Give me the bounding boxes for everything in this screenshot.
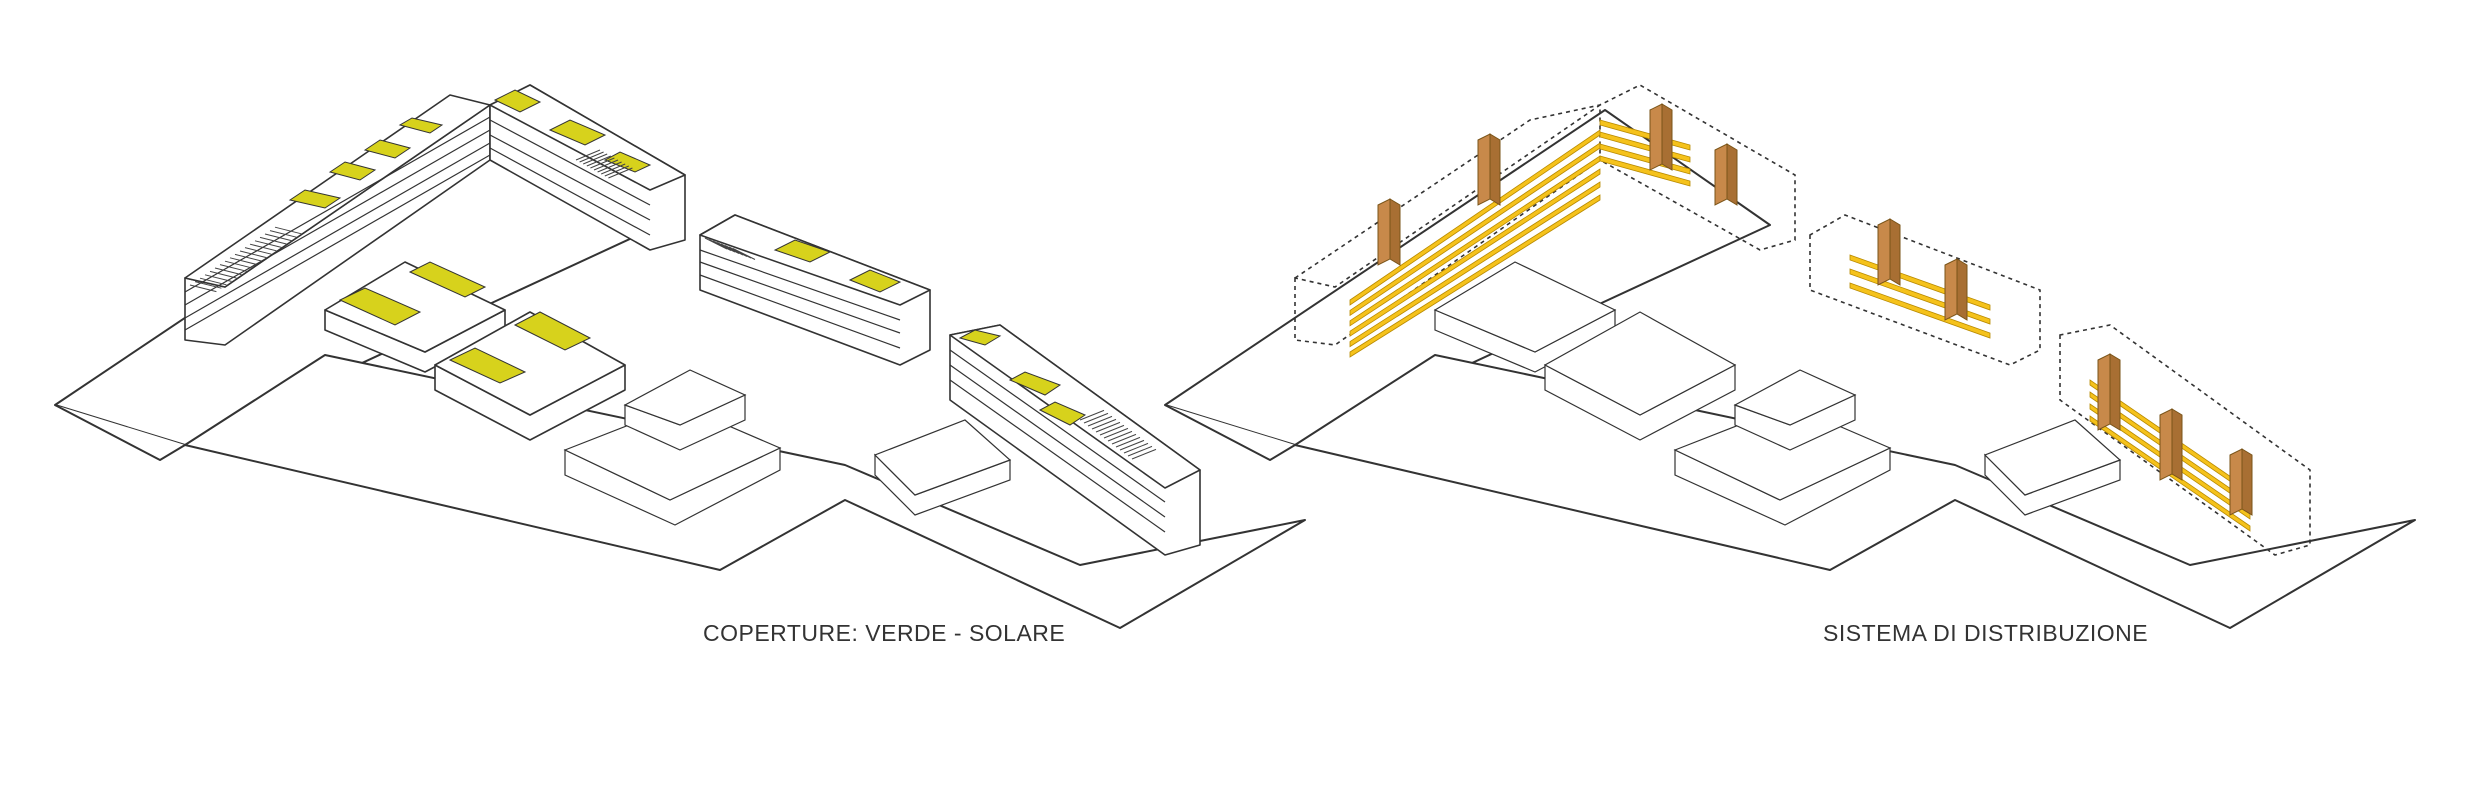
building-north-west [184, 94, 491, 346]
solar-panel-line [264, 233, 292, 242]
green-roof-patch [848, 269, 902, 293]
building-slab-1 [324, 261, 506, 373]
building-east [699, 214, 931, 366]
building-plain-3 [873, 419, 1012, 516]
green-roof-patch [1008, 371, 1062, 396]
stair-core-side [1726, 143, 1738, 206]
distribution-corridors [1349, 119, 2251, 532]
solar-panel-line [590, 157, 615, 169]
solar-panel-line [1123, 442, 1149, 454]
solar-panel-line [189, 284, 217, 293]
solar-panel-line [224, 260, 252, 269]
solar-panel-line [1091, 418, 1117, 430]
stair-core [1477, 133, 1491, 206]
stair-core-side [2171, 408, 2183, 481]
circulation-cores [1377, 103, 2253, 516]
solar-panel-line [1119, 439, 1145, 451]
solar-panel-line [209, 270, 237, 279]
solar-panel-line [254, 240, 282, 248]
stair-core-side [1889, 218, 1901, 286]
solar-panel-line [597, 161, 622, 173]
solar-panel-line [1103, 427, 1129, 439]
stair-core [2229, 448, 2243, 516]
corridor-band [1849, 254, 1991, 311]
solar-panel-line [234, 253, 262, 262]
solar-panel-line [1131, 448, 1157, 460]
stair-core-side [1956, 258, 1968, 321]
stair-core [1877, 218, 1891, 286]
green-roof-patch [1038, 401, 1087, 426]
solar-panel-line [249, 243, 277, 252]
roof-diagram [54, 84, 1306, 629]
caption-distribution: SISTEMA DI DISTRIBUZIONE [1823, 620, 2149, 646]
distribution-diagram [1164, 84, 2416, 629]
stair-core-side [1661, 103, 1673, 171]
building-plain-r5 [1983, 419, 2122, 516]
corridor-band [1349, 181, 1601, 348]
solar-panel-line [732, 248, 756, 260]
solar-panel-line [604, 165, 629, 177]
corridor-band [1849, 268, 1991, 325]
solar-panel-line [1087, 415, 1113, 427]
building-north-east [489, 84, 686, 251]
solar-panel-line [1083, 412, 1109, 424]
solar-panel-line [274, 226, 302, 235]
stair-core-side [2109, 353, 2121, 431]
solar-panel-line [1095, 421, 1121, 433]
stair-core-side [1489, 133, 1501, 206]
solar-panel-line [239, 250, 267, 259]
green-roof-patch [773, 239, 832, 263]
solar-panel-line [204, 274, 232, 282]
stair-core [1649, 103, 1663, 171]
corridor-band [1849, 282, 1991, 339]
solar-panel-line [593, 159, 619, 171]
stair-core [2097, 353, 2111, 431]
corridor-band [1349, 168, 1601, 337]
green-roof-patch [363, 139, 412, 159]
solar-panel-line [601, 163, 626, 175]
stair-core [1714, 143, 1728, 206]
building-plain-2 [623, 369, 747, 451]
building-slab-2 [434, 311, 626, 441]
building-plain-r2 [1543, 311, 1737, 441]
solar-panel-line [1107, 430, 1133, 442]
caption-roofs: COPERTURE: VERDE - SOLARE [703, 620, 1066, 646]
building-plain-r4 [1733, 369, 1857, 451]
green-roof-patch [328, 161, 377, 181]
solar-panel-line [583, 153, 608, 165]
building-south-east [949, 324, 1201, 556]
solar-panel-line [194, 281, 222, 289]
solar-panel-line [1115, 436, 1141, 448]
solar-panel-line [214, 267, 242, 276]
stair-core [1377, 198, 1391, 266]
stair-core-side [1389, 198, 1401, 266]
green-roof-patch [288, 189, 342, 209]
corridor-band [1349, 194, 1601, 358]
green-roof-patch [398, 117, 444, 134]
solar-panel-line [575, 149, 601, 161]
solar-panel-line [1079, 409, 1105, 421]
solar-panel-line [244, 247, 272, 255]
solar-panel-line [219, 264, 247, 272]
solar-panel-line [608, 167, 633, 179]
solar-panel-line [259, 236, 287, 245]
corridor-band [1599, 155, 1691, 187]
solar-panel-line [199, 277, 227, 286]
stair-core [2159, 408, 2173, 481]
stair-core-side [2241, 448, 2253, 516]
solar-panel-line [586, 155, 611, 167]
solar-panel-line [229, 257, 257, 265]
stair-core [1944, 258, 1958, 321]
solar-panel-line [269, 230, 297, 238]
green-roof-patch [493, 89, 542, 113]
solar-panel-line [1127, 445, 1153, 457]
green-roof-patch [548, 119, 607, 146]
green-roof-patch [958, 329, 1002, 346]
solar-panel-line [579, 151, 604, 163]
solar-panel-line [1111, 433, 1137, 445]
solar-panel-line [1099, 424, 1125, 436]
